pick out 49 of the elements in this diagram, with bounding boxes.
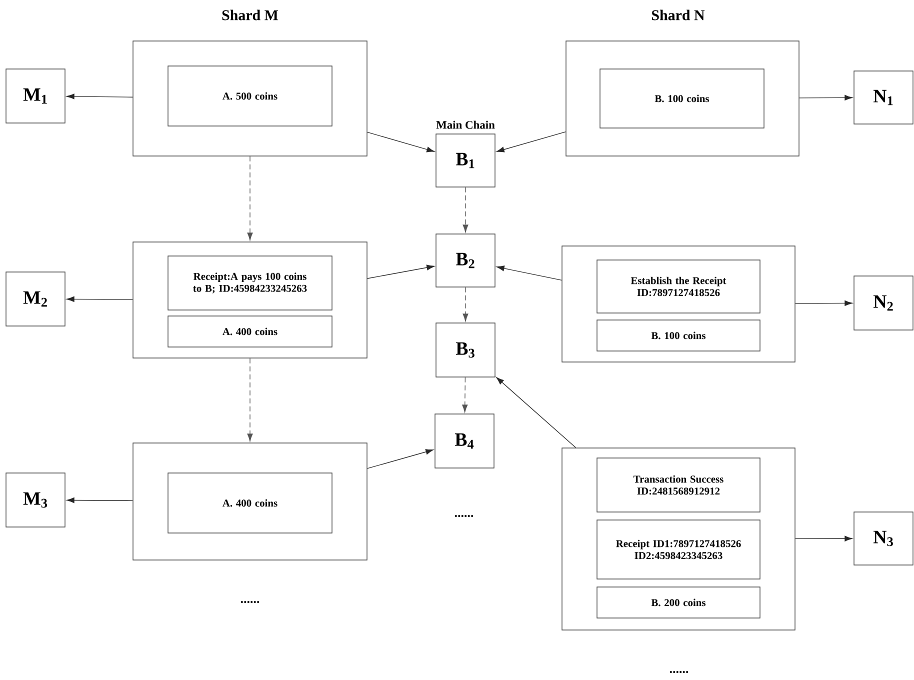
- block-box: [132, 242, 368, 358]
- arrow: [66, 94, 133, 100]
- record-box: A. 400 coins: [168, 316, 332, 348]
- arrow: [795, 536, 852, 542]
- record-box: Receipt:A pays 100 coins to B; ID:45984233245263: [168, 256, 332, 310]
- arrow: [462, 287, 468, 322]
- block-node-box: M$_{3}$: [6, 472, 66, 528]
- block-node-box: M$_{1}$: [6, 68, 66, 124]
- record-box: Transaction Success ID:2481568912912: [596, 458, 760, 512]
- block-box: [132, 442, 368, 560]
- arrow: [367, 264, 434, 279]
- block-box: [562, 448, 796, 630]
- ellipsis: ......: [240, 600, 260, 604]
- block-node-box: B$_{3}$: [436, 322, 496, 378]
- block-box: [132, 40, 368, 156]
- record-box: A. 400 coins: [168, 472, 332, 534]
- chain-heading: Main Chain: [436, 120, 495, 129]
- arrow: [496, 377, 576, 448]
- arrow: [496, 266, 562, 281]
- block-node-box: B$_{4}$: [434, 414, 494, 468]
- arrow: [247, 156, 253, 240]
- record-box: Establish the Receipt ID:7897127418526: [596, 260, 760, 314]
- block-node-box: N$_{3}$: [854, 512, 914, 566]
- record-box: B. 100 coins: [600, 68, 764, 128]
- arrow: [496, 131, 566, 152]
- block-node-box: B$_{1}$: [436, 134, 496, 188]
- ellipsis: ......: [454, 514, 474, 518]
- arrow: [795, 300, 852, 306]
- block-box: [562, 246, 796, 362]
- block-node-box: N$_{1}$: [854, 70, 914, 124]
- block-box: [566, 40, 800, 156]
- block-node-box: N$_{2}$: [854, 276, 914, 330]
- record-box: B. 200 coins: [596, 586, 760, 618]
- record-box: A. 500 coins: [168, 66, 332, 126]
- ellipsis: ......: [670, 670, 688, 674]
- arrow: [462, 187, 468, 232]
- arrow: [367, 132, 434, 152]
- record-box: B. 100 coins: [596, 320, 760, 352]
- arrow: [462, 377, 468, 412]
- block-node-box: B$_{2}$: [436, 234, 496, 288]
- arrow: [799, 94, 852, 100]
- arrow: [247, 358, 253, 442]
- block-node-box: M$_{2}$: [6, 272, 66, 326]
- arrow: [367, 449, 434, 469]
- arrow: [66, 296, 133, 302]
- column-heading: Shard N: [652, 10, 705, 20]
- column-heading: Shard M: [222, 10, 278, 20]
- arrow: [66, 497, 133, 504]
- record-box: Receipt ID1:7897127418526 ID2:4598423345263: [596, 520, 760, 580]
